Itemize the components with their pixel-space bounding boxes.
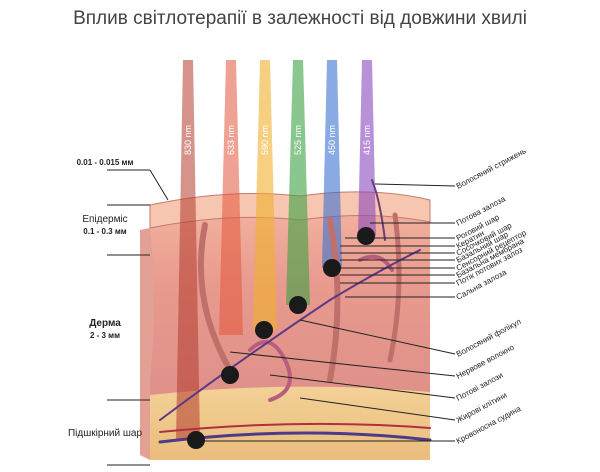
diagram-title: Вплив світлотерапії в залежності від дов… — [73, 8, 527, 29]
hair-follicle-3 — [387, 212, 402, 363]
beam-label-5: 415 nm — [362, 125, 372, 155]
sweat-gland — [248, 340, 292, 402]
subcutaneous-label: Підшкірний шар — [67, 428, 143, 439]
target-830nm — [187, 431, 205, 449]
structure-label-0: Волосяний стрижень — [455, 146, 528, 190]
sebaceous-gland — [358, 254, 394, 272]
beam-450nm — [322, 60, 342, 268]
leader-line-11 — [229, 351, 456, 377]
structure-label-14: Кровоносна судина — [455, 404, 523, 446]
beam-590nm — [253, 60, 277, 330]
target-633nm — [221, 366, 239, 384]
hair-follicle-2 — [327, 217, 341, 383]
light-beams — [176, 60, 376, 440]
blood-vessel-red — [159, 422, 431, 433]
epidermis-label: Епідерміс — [82, 214, 128, 225]
beam-415nm — [358, 60, 376, 236]
structure-label-10: Волосяний фолікул — [455, 317, 523, 359]
leader-line-13 — [299, 397, 456, 421]
dermis-label: Дерма — [89, 318, 121, 329]
top-thickness-label: 0.01 - 0.015 мм — [76, 158, 134, 167]
target-450nm — [323, 259, 341, 277]
beam-label-2: 590 nm — [260, 125, 270, 155]
nerve-fiber — [159, 249, 421, 421]
leader-line-10 — [299, 319, 456, 355]
epidermis-thickness: 0.1 - 0.3 мм — [83, 227, 127, 236]
skin-structures — [158, 179, 432, 444]
beam-label-1: 633 nm — [226, 125, 236, 155]
beam-830nm — [176, 60, 200, 440]
beam-label-0: 830 nm — [183, 125, 193, 155]
leader-lines — [196, 183, 456, 442]
dermis-thickness: 2 - 3 мм — [89, 331, 121, 340]
beam-label-3: 525 nm — [293, 125, 303, 155]
hair-shaft — [371, 179, 386, 241]
side-face — [140, 228, 154, 460]
epidermis-block: Епідерміс 0.1 - 0.3 мм — [60, 214, 150, 238]
target-points — [187, 227, 375, 449]
left-markers — [107, 169, 169, 466]
target-525nm — [289, 296, 307, 314]
leader-line-0 — [374, 183, 456, 187]
beam-525nm — [286, 60, 310, 305]
leader-line-12 — [269, 374, 456, 399]
dermis-block: Дерма 2 - 3 мм — [60, 318, 150, 342]
hair-follicle-1 — [197, 222, 233, 373]
beam-633nm — [219, 60, 243, 335]
target-590nm — [255, 321, 273, 339]
beam-labels: 830 nm 633 nm 590 nm 525 nm 450 nm 415 nm — [183, 125, 372, 155]
beam-label-4: 450 nm — [327, 125, 337, 155]
target-415nm — [357, 227, 375, 245]
